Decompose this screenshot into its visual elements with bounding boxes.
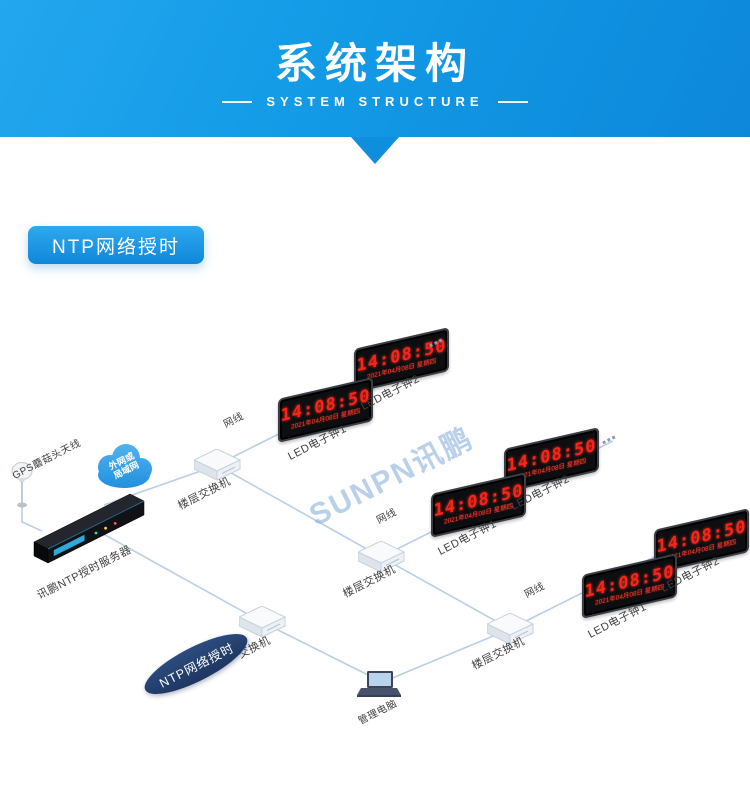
- page-subtitle: SYSTEM STRUCTURE: [266, 94, 484, 109]
- header-banner: 系统架构 SYSTEM STRUCTURE: [0, 0, 750, 137]
- management-pc-icon: [357, 671, 401, 697]
- network-diagram: SUNPN讯鹏 GPS蘑菇头天线 外网或 局域网: [0, 280, 750, 796]
- page-subtitle-row: SYSTEM STRUCTURE: [0, 94, 750, 109]
- subtitle-rule-right: [497, 100, 528, 103]
- network-cloud-icon: [98, 444, 152, 488]
- gps-antenna-icon: [11, 462, 33, 508]
- ntp-server-icon: [33, 493, 145, 564]
- banner-arrow: [351, 137, 399, 164]
- subtitle-rule-left: [222, 100, 253, 103]
- section-badge: NTP网络授时: [28, 226, 204, 264]
- page-title: 系统架构: [274, 40, 475, 87]
